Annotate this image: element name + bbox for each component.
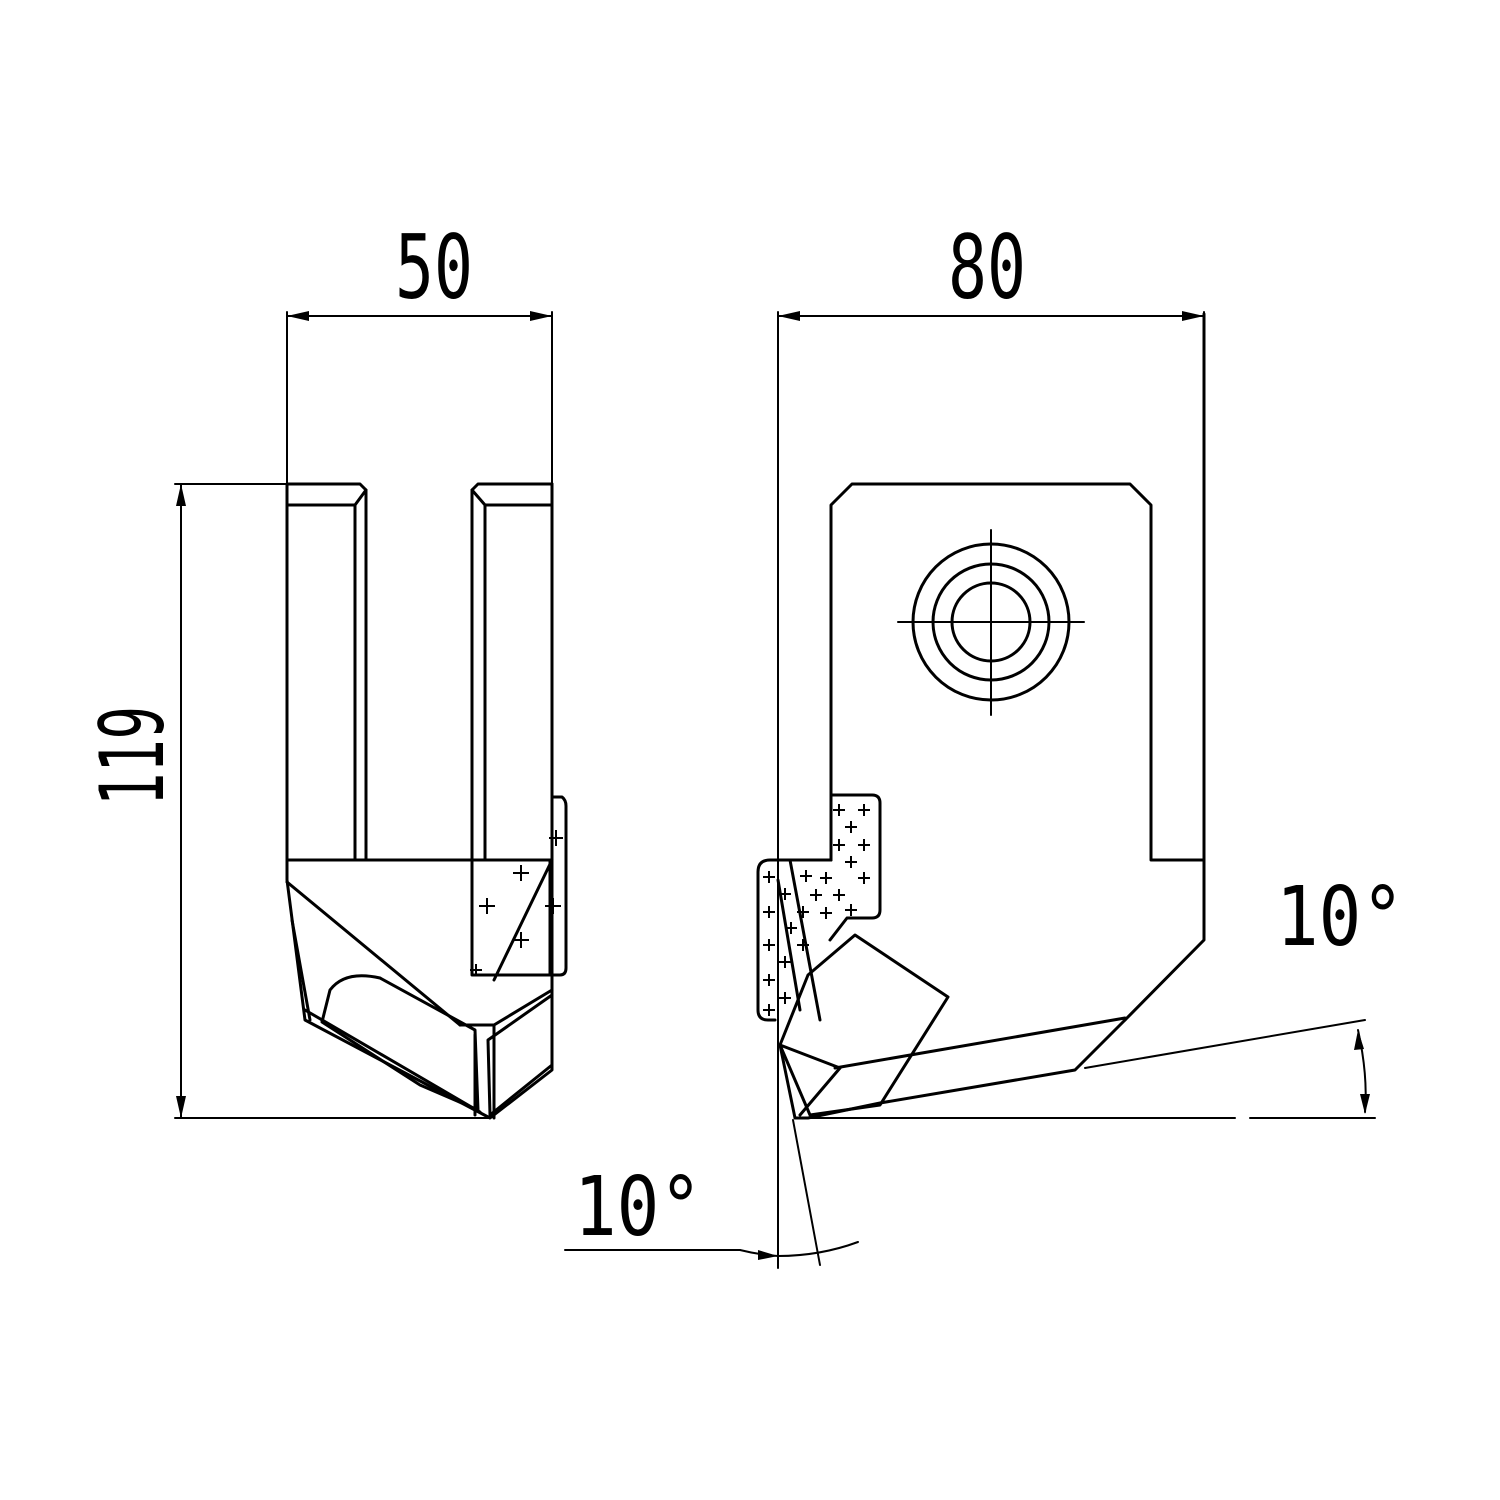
angle-label-top: 10° [1276, 870, 1404, 965]
dimension-height: 119 [81, 483, 491, 1119]
side-plus-marks [763, 804, 870, 1016]
dim-label-119: 119 [81, 706, 184, 806]
dimension-side-width: 80 [777, 216, 1205, 1269]
dimension-angle-top: 10° [807, 870, 1404, 1119]
bolt-hole [897, 529, 1085, 716]
side-view [756, 312, 1206, 1120]
dimension-front-width: 50 [286, 216, 553, 485]
front-plus-marks [470, 830, 563, 974]
dim-label-80: 80 [948, 216, 1026, 319]
dim-label-50: 50 [395, 216, 473, 319]
dimension-angle-bottom: 10° [564, 1119, 859, 1266]
front-view [285, 482, 568, 1120]
angle-label-bottom: 10° [574, 1160, 702, 1255]
